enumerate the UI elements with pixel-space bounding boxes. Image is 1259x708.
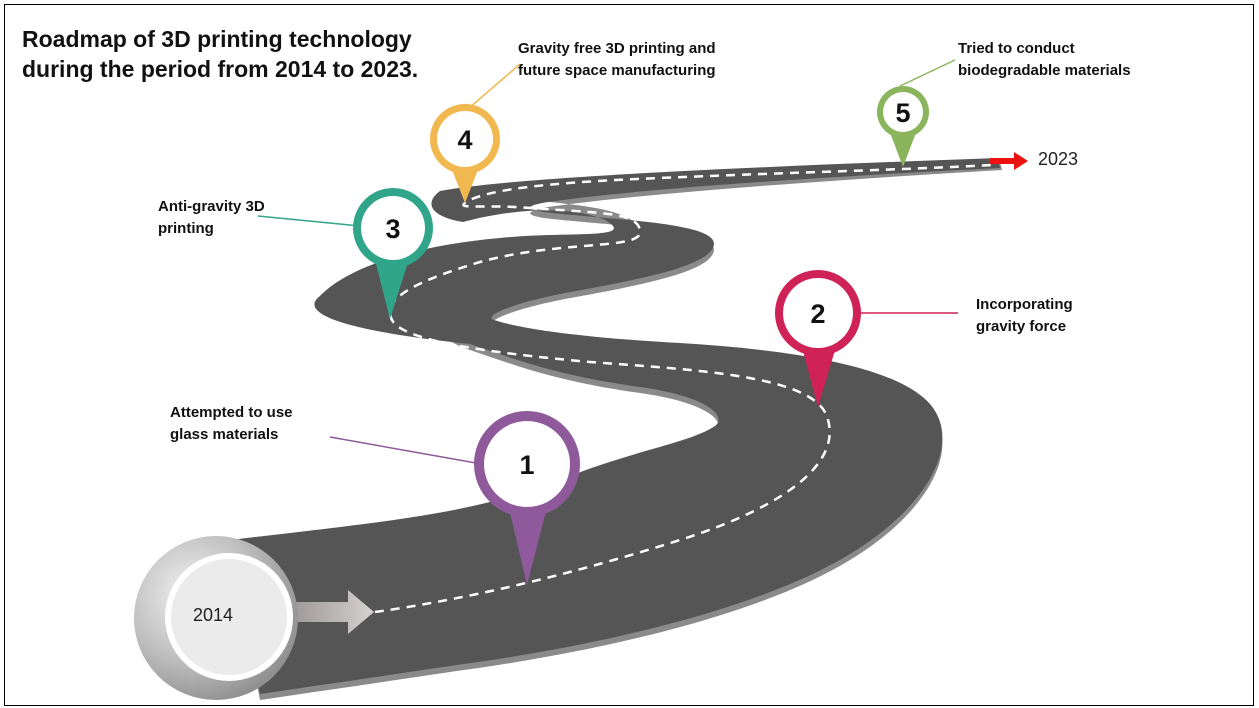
pin-5-number: 5 xyxy=(895,98,910,128)
leader-line-1 xyxy=(329,436,477,464)
pin-5-face xyxy=(883,92,923,132)
end-year-label: 2023 xyxy=(1038,149,1079,169)
pin-3-number: 3 xyxy=(385,214,400,244)
milestone-4-label: Gravity free 3D printing and future spac… xyxy=(518,40,716,79)
pin-4-face xyxy=(437,111,493,167)
pin-1-tail xyxy=(507,500,549,585)
leader-line-3 xyxy=(257,215,361,227)
pin-2-face xyxy=(783,278,853,348)
pin-4: 4 xyxy=(430,104,500,203)
end-arrow xyxy=(990,152,1028,170)
leader-lines xyxy=(257,59,958,464)
pin-2-number: 2 xyxy=(810,299,825,329)
lane-marking xyxy=(374,163,993,614)
leader-line-4 xyxy=(467,63,521,110)
pin-2-tail xyxy=(800,340,838,407)
milestone-5-label: Tried to conduct biodegradable materials xyxy=(958,40,1131,79)
road-surface xyxy=(230,158,1000,694)
pin-3-tail xyxy=(374,256,410,319)
start-arrow xyxy=(293,590,374,634)
pin-1-number: 1 xyxy=(519,450,534,480)
leader-line-5 xyxy=(899,59,956,87)
start-year-label: 2014 xyxy=(193,605,234,625)
pin-3: 3 xyxy=(353,188,433,319)
diagram-title: Roadmap of 3D printing technology during… xyxy=(22,26,419,82)
pin-3-face xyxy=(361,196,425,260)
start-marker xyxy=(134,536,374,700)
start-ring-center xyxy=(171,559,287,675)
pin-2: 2 xyxy=(775,270,861,407)
pin-1: 1 xyxy=(474,411,580,585)
milestone-1-label: Attempted to use glass materials xyxy=(170,404,293,443)
milestone-2-label: Incorporating gravity force xyxy=(976,296,1073,335)
milestone-3-label: Anti-gravity 3D printing xyxy=(158,198,265,237)
pin-5-tail xyxy=(889,130,917,167)
pin-4-number: 4 xyxy=(457,125,472,155)
road xyxy=(230,158,1002,700)
pin-5: 5 xyxy=(877,86,929,167)
pin-1-face xyxy=(484,421,570,507)
